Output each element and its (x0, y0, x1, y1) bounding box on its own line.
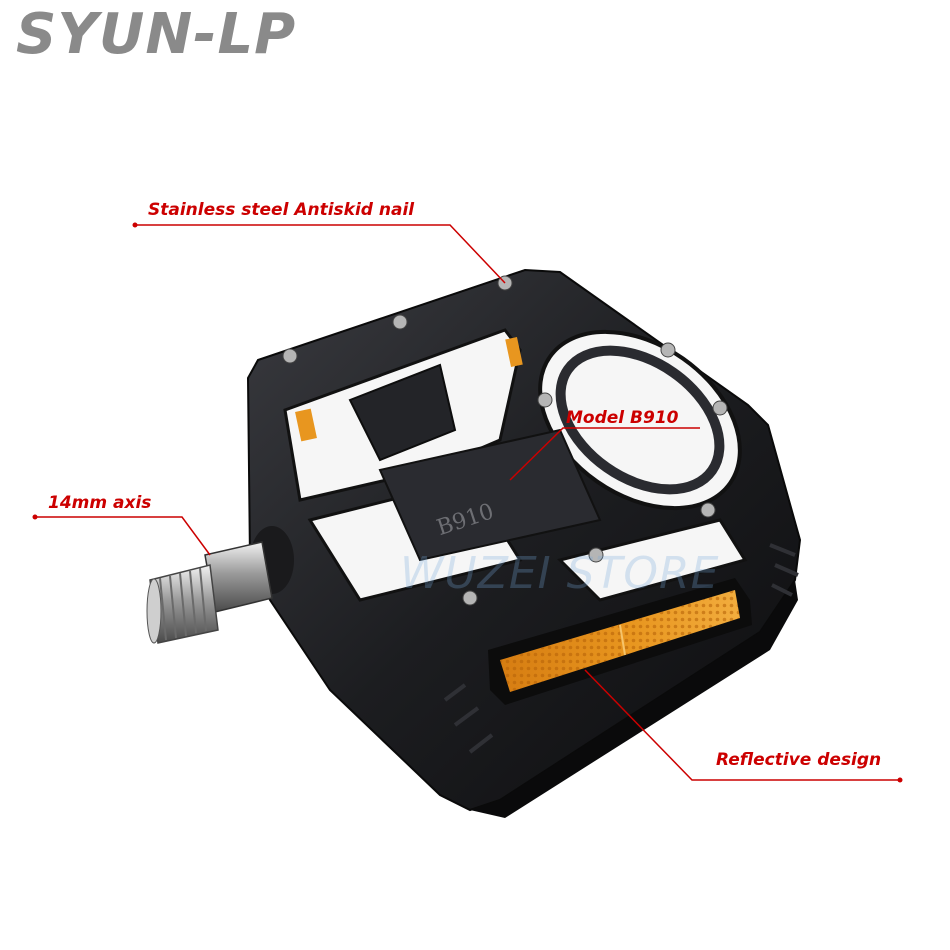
callout-model: Model B910 (566, 408, 679, 428)
callout-dot-reflector (897, 777, 903, 783)
reflector (488, 578, 752, 705)
callout-lines (35, 224, 900, 781)
callout-dot-nail (132, 222, 138, 228)
callout-axis: 14mm axis (48, 493, 152, 513)
callout-reflective-design: Reflective design (716, 750, 882, 770)
pedal-body (246, 268, 802, 818)
store-watermark: WUZEI STORE (400, 548, 720, 599)
brand-title: SYUN-LP (16, 2, 297, 67)
callout-antiskid-nail: Stainless steel Antiskid nail (148, 200, 415, 220)
antiskid-pins (282, 275, 728, 606)
callout-dot-axis (32, 514, 38, 520)
pedal-axle (146, 526, 294, 644)
